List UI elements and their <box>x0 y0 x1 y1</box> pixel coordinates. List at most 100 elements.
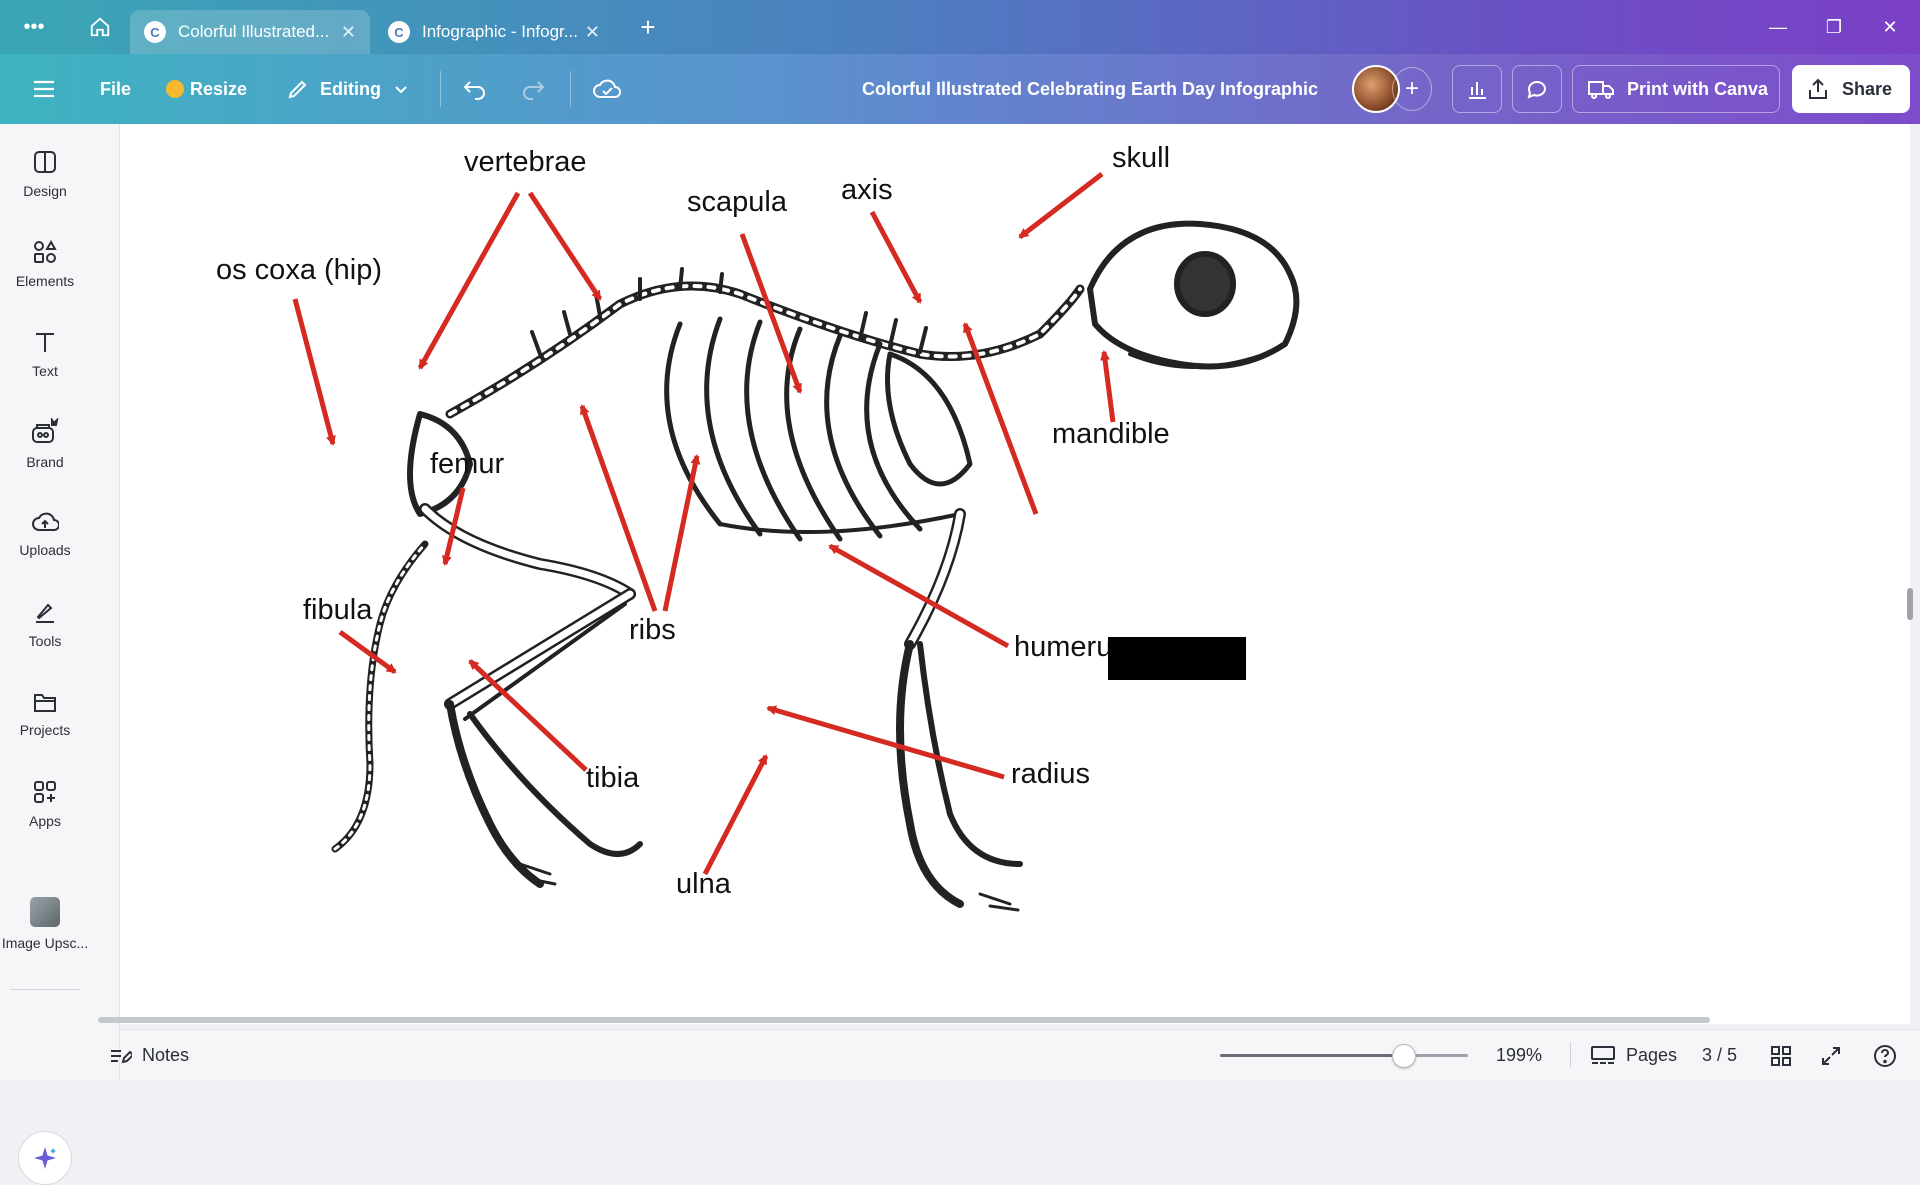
horizontal-scrollbar[interactable] <box>98 1017 1710 1023</box>
grid-view-icon <box>1771 1045 1791 1066</box>
sidebar-item-label: Elements <box>15 273 75 289</box>
more-options-icon[interactable]: ••• <box>23 15 45 38</box>
print-with-canva-button[interactable]: Print with Canva <box>1572 65 1780 113</box>
arrow-humerus <box>828 543 1010 649</box>
arrow-mandible <box>1100 350 1116 423</box>
design-icon <box>34 151 56 173</box>
sidebar-item-label: Text <box>32 363 58 379</box>
crown-icon <box>166 80 184 98</box>
plus-icon: + <box>1404 75 1419 102</box>
sidebar-item-uploads[interactable]: Uploads <box>0 494 90 574</box>
home-icon[interactable] <box>86 13 114 41</box>
arrow-radius <box>766 705 1005 780</box>
sidebar-item-text[interactable]: Text <box>0 314 90 394</box>
bottom-bar: Notes 199% Pages 3 / 5 <box>111 1029 1920 1081</box>
fullscreen-button[interactable] <box>1820 1030 1842 1081</box>
save-status-button[interactable] <box>592 54 622 124</box>
editing-mode-button[interactable]: Editing <box>286 54 409 124</box>
label-tibia: tibia <box>586 762 640 794</box>
arrow-ulna <box>702 754 769 876</box>
pages-button[interactable]: Pages <box>1590 1030 1677 1081</box>
resize-label: Resize <box>190 78 248 99</box>
design-page[interactable]: vertebrae skull scapula axis os coxa (hi… <box>120 124 1910 1024</box>
arrow-tibia <box>468 659 588 772</box>
sidebar-item-apps[interactable]: Apps <box>0 764 90 844</box>
label-ribs: ribs <box>629 614 676 646</box>
label-vertebrae: vertebrae <box>464 146 587 178</box>
sidebar-divider <box>10 989 80 990</box>
arrow-ribs-a <box>579 404 658 612</box>
page-indicator[interactable]: 3 / 5 <box>1702 1045 1738 1065</box>
file-menu-button[interactable]: File <box>100 54 131 124</box>
toolbar-divider <box>440 71 441 107</box>
label-ulna: ulna <box>676 868 731 900</box>
elements-icon <box>34 239 57 263</box>
close-tab-icon[interactable]: ✕ <box>584 21 600 42</box>
arrow-vertebrae-b <box>527 191 603 301</box>
magic-assistant-button[interactable] <box>18 1131 72 1185</box>
pencil-icon <box>288 80 307 99</box>
help-button[interactable] <box>1872 1030 1898 1081</box>
sidebar-item-label: Apps <box>29 813 61 829</box>
label-mandible: mandible <box>1052 418 1170 450</box>
label-axis: axis <box>841 174 893 206</box>
arrow-vertebrae-a <box>417 191 521 370</box>
redo-button[interactable] <box>520 54 546 124</box>
comments-button[interactable] <box>1512 65 1562 113</box>
sidebar-item-tools[interactable]: Tools <box>0 584 90 664</box>
label-fibula: fibula <box>303 594 373 626</box>
undo-button[interactable] <box>462 54 488 124</box>
restore-icon[interactable]: ❐ <box>1825 16 1843 37</box>
document-title[interactable]: Colorful Illustrated Celebrating Earth D… <box>861 78 1319 99</box>
arrow-skull <box>1018 172 1104 239</box>
cloud-check-icon <box>593 79 621 98</box>
redo-icon <box>523 81 545 100</box>
new-tab-icon[interactable]: + <box>640 11 656 42</box>
tab-infographic[interactable]: C Infographic - Infogr... ✕ <box>374 10 614 54</box>
tab-title: Colorful Illustrated... <box>178 22 330 41</box>
close-window-icon[interactable]: ✕ <box>1882 16 1898 37</box>
left-sidebar: Design Elements Text Brand Uploads Tools… <box>0 124 120 1185</box>
canva-logo-icon: C <box>144 21 166 43</box>
comment-icon <box>1527 81 1547 99</box>
editing-label: Editing <box>320 78 381 99</box>
zoom-level[interactable]: 199% <box>1496 1045 1543 1065</box>
annotation-arrows <box>292 172 1116 876</box>
redacted-label-box[interactable] <box>1108 637 1246 680</box>
resize-button[interactable]: Resize <box>166 54 247 124</box>
notes-label: Notes <box>142 1045 190 1065</box>
minimize-icon[interactable]: — <box>1769 16 1787 37</box>
close-tab-icon[interactable]: ✕ <box>340 21 356 42</box>
truck-icon <box>1588 81 1614 99</box>
zoom-slider-thumb[interactable] <box>1391 1044 1416 1068</box>
grid-view-button[interactable] <box>1770 1030 1792 1081</box>
apps-icon <box>34 781 56 803</box>
projects-icon <box>34 694 56 712</box>
arrow-fibula <box>338 629 397 675</box>
share-upload-icon <box>1809 78 1827 99</box>
sidebar-item-brand[interactable]: Brand <box>0 404 90 484</box>
uploads-icon <box>32 512 59 531</box>
arrow-femur <box>441 487 466 566</box>
sparkle-icon <box>34 1147 56 1169</box>
notes-button[interactable]: Notes <box>108 1030 189 1081</box>
label-skull: skull <box>1112 142 1171 174</box>
sidebar-item-image-upscaler[interactable]: Image Upsc... <box>0 884 90 964</box>
sidebar-item-projects[interactable]: Projects <box>0 674 90 754</box>
sidebar-item-design[interactable]: Design <box>0 134 90 214</box>
share-button[interactable]: Share <box>1792 65 1910 113</box>
sidebar-item-elements[interactable]: Elements <box>0 224 90 304</box>
insights-button[interactable] <box>1452 65 1502 113</box>
bottom-divider <box>1570 1042 1571 1068</box>
main-menu-button[interactable] <box>32 54 56 124</box>
tab-colorful-illustrated[interactable]: C Colorful Illustrated... ✕ <box>130 10 370 54</box>
arrow-redacted <box>962 322 1039 515</box>
skeleton-drawing <box>331 220 1300 912</box>
label-femur: femur <box>430 448 505 480</box>
toolbar-divider <box>570 71 571 107</box>
help-icon <box>1874 1044 1896 1067</box>
add-collaborator-button[interactable]: + <box>1392 67 1432 111</box>
sidebar-item-label: Brand <box>26 454 64 470</box>
label-radius: radius <box>1011 758 1090 790</box>
vertical-scrollbar[interactable] <box>1907 588 1913 620</box>
